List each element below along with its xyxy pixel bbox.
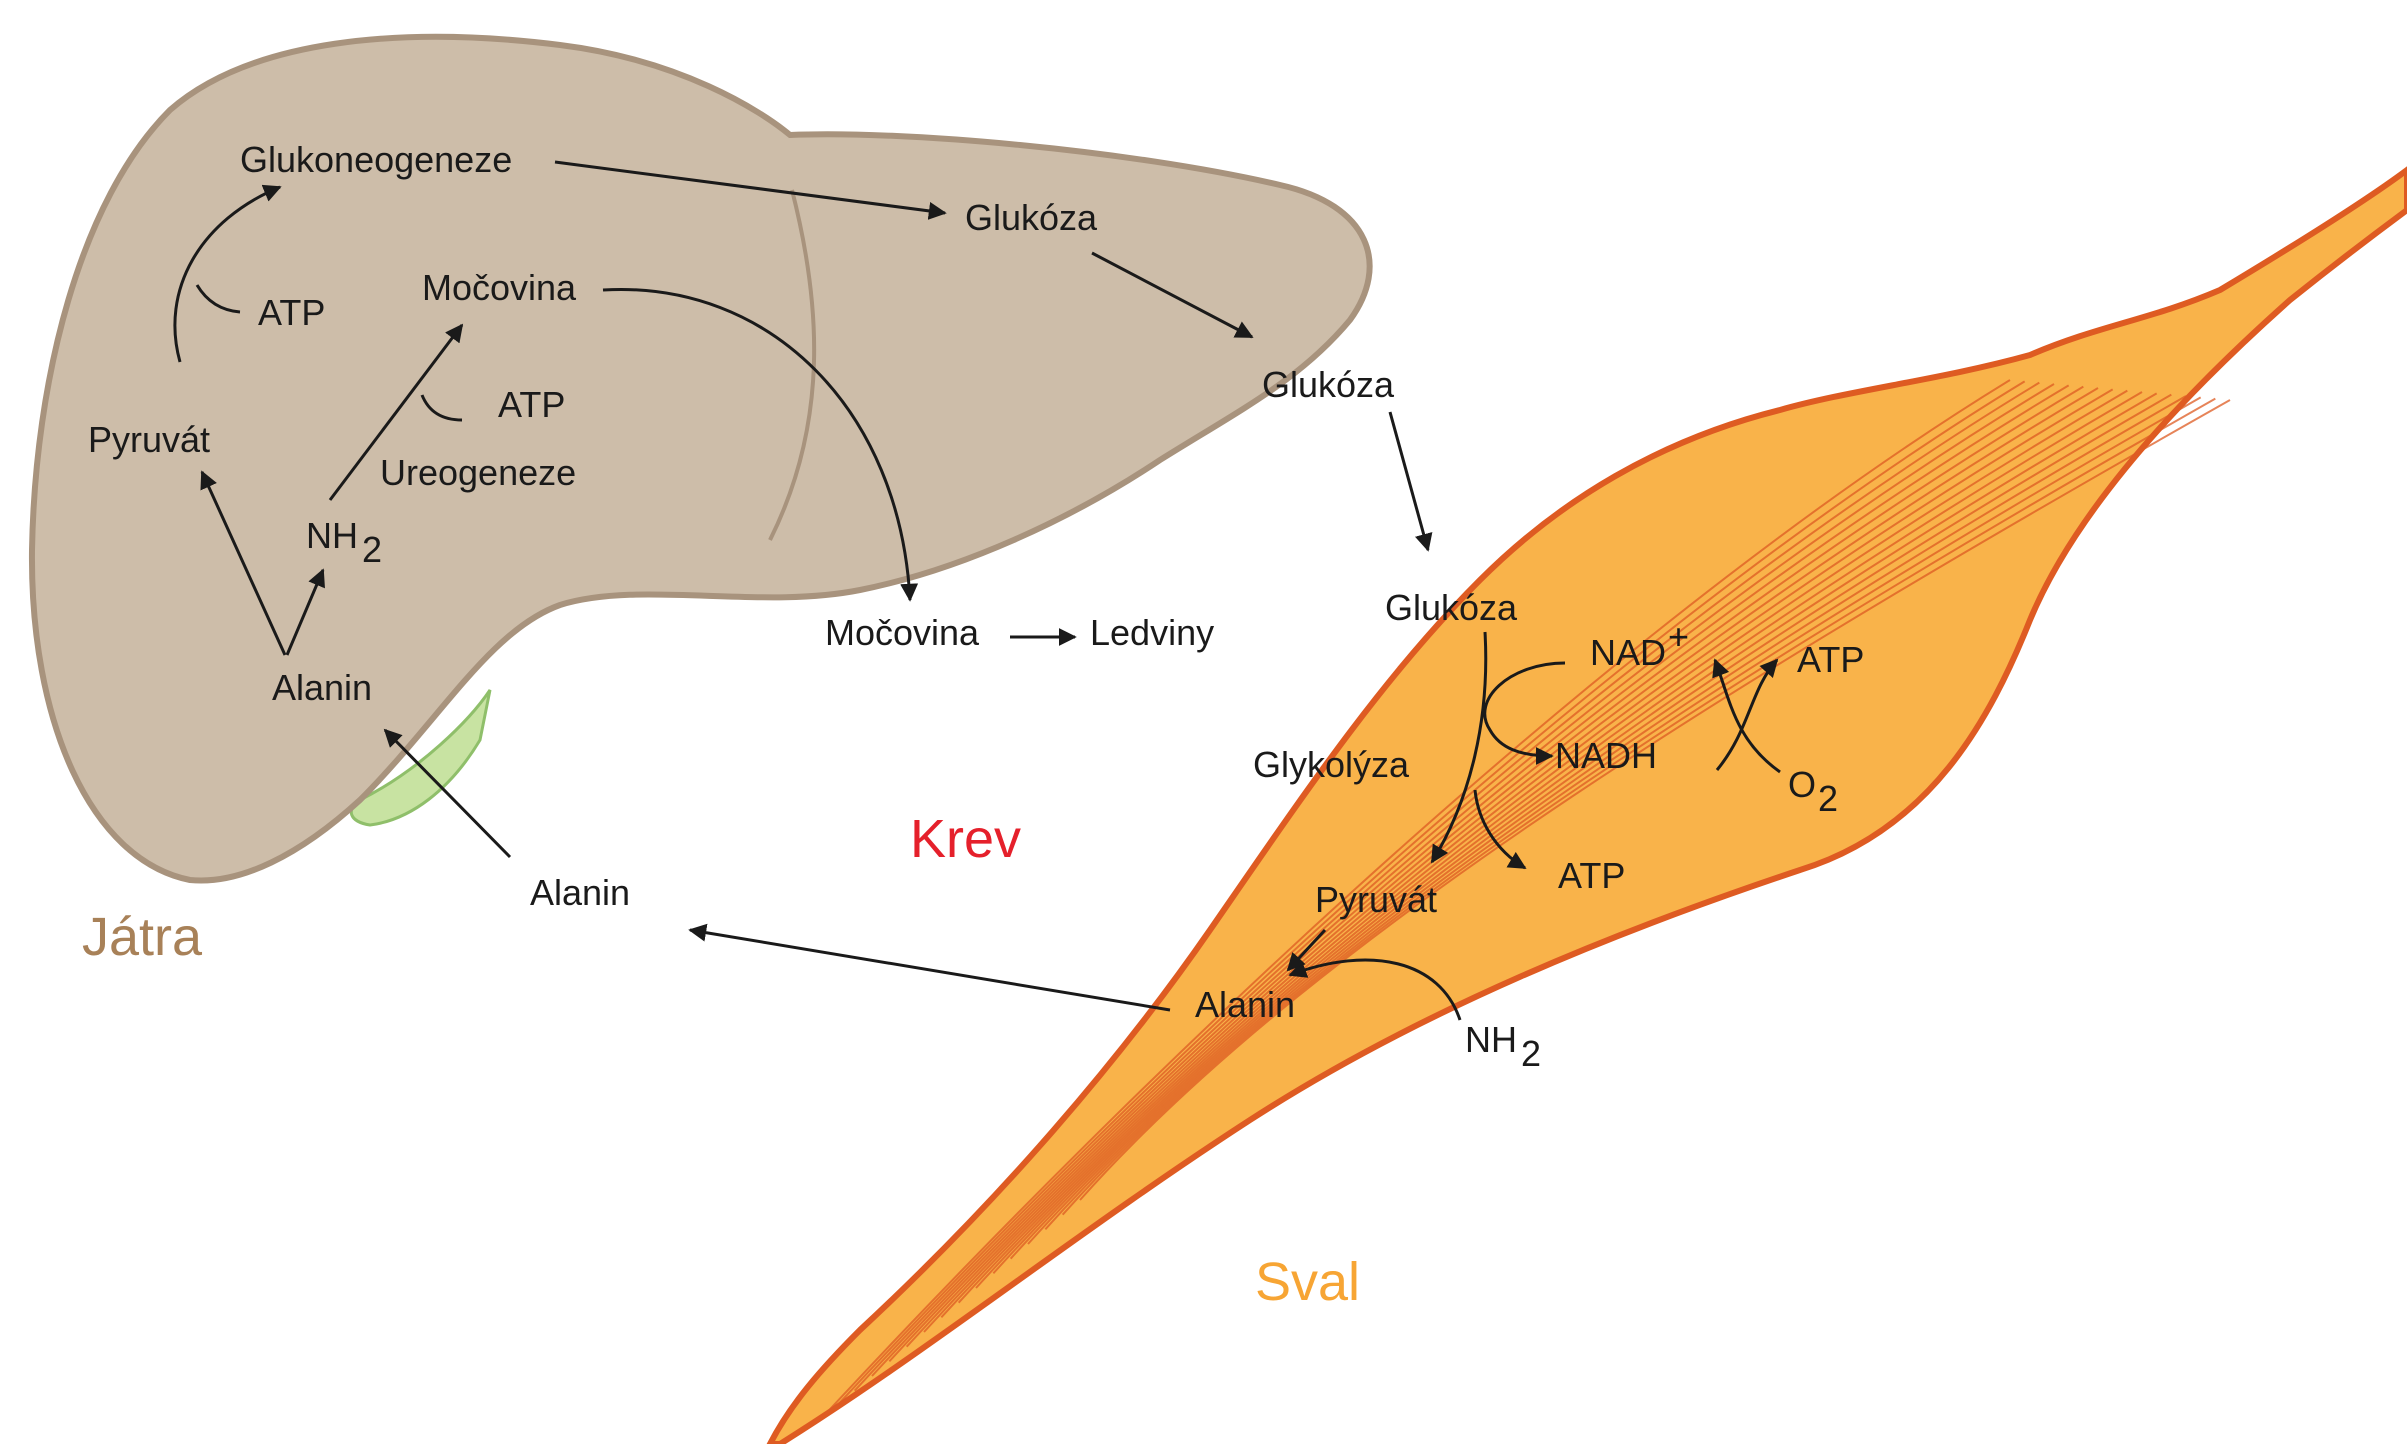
- blood-region-title: Krev: [910, 809, 1021, 869]
- blood-alanine-label: Alanin: [530, 872, 630, 913]
- arrow-nad-to-nadh: [1483, 661, 1566, 765]
- arrow-glucose-to-pyruvate: [1430, 631, 1488, 864]
- liver-pyruvate-label: Pyruvát: [88, 419, 210, 460]
- muscle-glucose-label: Glukóza: [1385, 587, 1518, 628]
- arrow-pyruvate-to-gluconeo: [173, 184, 282, 363]
- liver-urea-label: Močovina: [422, 267, 577, 308]
- arrow-o2-to-nad: [1712, 658, 1781, 774]
- muscle-fiber-line: [1009, 393, 2172, 1260]
- muscle-fiber-line: [905, 385, 2084, 1348]
- arrow-liver-glucose-to-blood: [1091, 251, 1254, 339]
- liver-glucose-label: Glukóza: [965, 197, 1098, 238]
- muscle-fiber-line: [940, 388, 2114, 1319]
- muscle-fiber-line: [853, 381, 2040, 1392]
- arrow-nh2-to-alanine: [1288, 958, 1462, 1021]
- liver-alanine-label: Alanin: [272, 667, 372, 708]
- muscle-fiber-line: [957, 389, 2128, 1304]
- liver-gluconeogenesis-label: Glukoneogeneze: [240, 139, 512, 180]
- muscle-fiber-line: [1044, 396, 2202, 1230]
- muscle-region-title: Sval: [1255, 1252, 1360, 1312]
- muscle-fibers: [819, 379, 2231, 1421]
- arrow-gluconeo-to-glucose: [554, 160, 947, 220]
- muscle-nadh-label: NADH: [1555, 735, 1657, 776]
- muscle-fiber-line: [1061, 397, 2216, 1216]
- blood-urea-label: Močovina: [825, 612, 980, 653]
- liver-ureogenesis-label: Ureogeneze: [380, 452, 576, 493]
- muscle-pyruvate-label: Pyruvát: [1315, 879, 1437, 920]
- arrow-glycolysis-to-atp: [1473, 789, 1527, 870]
- muscle-fiber-line: [992, 392, 2158, 1275]
- muscle-fiber-line: [819, 379, 2011, 1421]
- liver-lobe-line: [768, 189, 817, 541]
- atp-input-hook-urea: [420, 394, 463, 422]
- blood-kidneys-label: Ledviny: [1090, 612, 1214, 653]
- arrow-alanine-to-nh2: [285, 568, 325, 656]
- muscle-atp-oxidation-label: ATP: [1797, 639, 1864, 680]
- liver-atp-urea-label: ATP: [498, 384, 565, 425]
- muscle-fiber-line: [836, 380, 2026, 1407]
- muscle-alanine-label: Alanin: [1195, 984, 1295, 1025]
- muscle-fiber-line: [1027, 395, 2187, 1245]
- blood-glucose-label: Glukóza: [1262, 364, 1395, 405]
- arrow-alanine-to-pyruvate: [200, 470, 287, 656]
- arrow-pyruvate-to-alanine: [1286, 928, 1327, 972]
- muscle-nad-label: NAD+: [1590, 616, 1689, 673]
- muscle-atp-glycolysis-label: ATP: [1558, 855, 1625, 896]
- muscle-fiber-line: [1079, 399, 2231, 1201]
- gallbladder-shape: [349, 689, 492, 827]
- liver-shape: [28, 33, 1373, 884]
- liver-atp-gluconeo-label: ATP: [258, 292, 325, 333]
- arrow-muscle-alanine-to-blood: [688, 923, 1171, 1012]
- arrow-o2-to-atp: [1715, 658, 1779, 771]
- arrow-blood-alanine-to-liver: [383, 728, 512, 859]
- muscle-o2-label: O2: [1788, 764, 1838, 819]
- muscle-fiber-line: [888, 384, 2070, 1363]
- atp-input-hook-gluconeo: [195, 284, 241, 314]
- arrow-urea-to-blood: [602, 287, 919, 602]
- muscle-fiber-line: [975, 391, 2143, 1289]
- arrow-blood-glucose-to-muscle: [1388, 411, 1433, 552]
- liver-region-title: Játra: [82, 907, 203, 967]
- arrow-nh2-to-urea: [328, 323, 464, 501]
- muscle-glycolysis-label: Glykolýza: [1253, 744, 1410, 785]
